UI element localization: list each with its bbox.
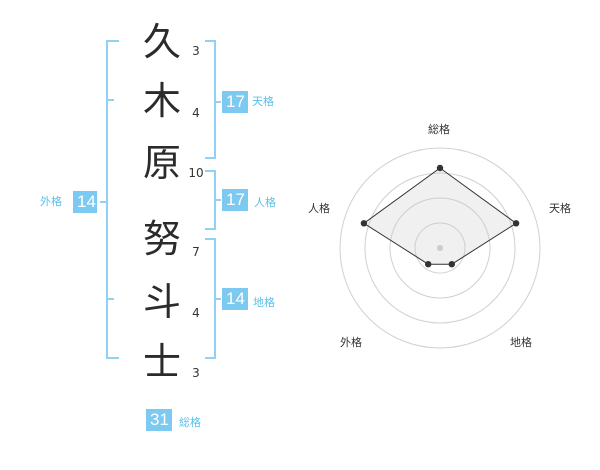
stroke-count-5: 4 bbox=[192, 306, 200, 320]
name-char-3: 原 bbox=[142, 141, 181, 185]
radar-axis-label-gaikaku: 外格 bbox=[340, 336, 362, 349]
tenkaku-value: 17 bbox=[222, 91, 248, 113]
jinkaku-value: 17 bbox=[222, 189, 248, 211]
tenkaku-label: 天格 bbox=[252, 95, 274, 108]
soukaku-value: 31 bbox=[146, 409, 172, 431]
gaikaku-value: 14 bbox=[73, 191, 97, 213]
name-char-1: 久 bbox=[142, 20, 181, 64]
chikaku-value: 14 bbox=[222, 288, 248, 310]
name-char-2: 木 bbox=[142, 79, 181, 123]
radar-axis-label-tenkaku: 天格 bbox=[549, 202, 571, 215]
radar-ring-1 bbox=[414, 222, 466, 274]
radar-ring-3 bbox=[364, 172, 516, 324]
radar-axis-label-jinkaku: 人格 bbox=[308, 202, 330, 215]
stroke-count-6: 3 bbox=[192, 366, 200, 380]
radar-center-dot bbox=[437, 245, 443, 251]
stroke-count-2: 4 bbox=[192, 106, 200, 120]
name-char-6: 士 bbox=[142, 340, 181, 384]
name-char-5: 斗 bbox=[142, 280, 181, 324]
radar-point-1 bbox=[436, 164, 444, 172]
stroke-count-1: 3 bbox=[192, 44, 200, 58]
stroke-count-4: 7 bbox=[192, 245, 200, 259]
radar-ring-4 bbox=[339, 147, 541, 349]
gaikaku-label: 外格 bbox=[40, 195, 62, 208]
radar-point-5 bbox=[360, 220, 368, 227]
radar-ring-2 bbox=[389, 197, 491, 299]
radar-axis-label-soukaku: 総格 bbox=[428, 123, 450, 136]
chikaku-label: 地格 bbox=[253, 296, 275, 309]
radar-axis-label-chikaku: 地格 bbox=[510, 336, 532, 349]
radar-series-polygon bbox=[363, 167, 517, 265]
jinkaku-label: 人格 bbox=[254, 196, 276, 209]
name-char-4: 努 bbox=[142, 217, 181, 261]
radar-point-3 bbox=[448, 261, 455, 268]
radar-point-4 bbox=[425, 261, 432, 268]
stroke-count-3: 10 bbox=[188, 166, 204, 180]
soukaku-label: 総格 bbox=[179, 416, 201, 429]
radar-point-2 bbox=[512, 220, 520, 227]
